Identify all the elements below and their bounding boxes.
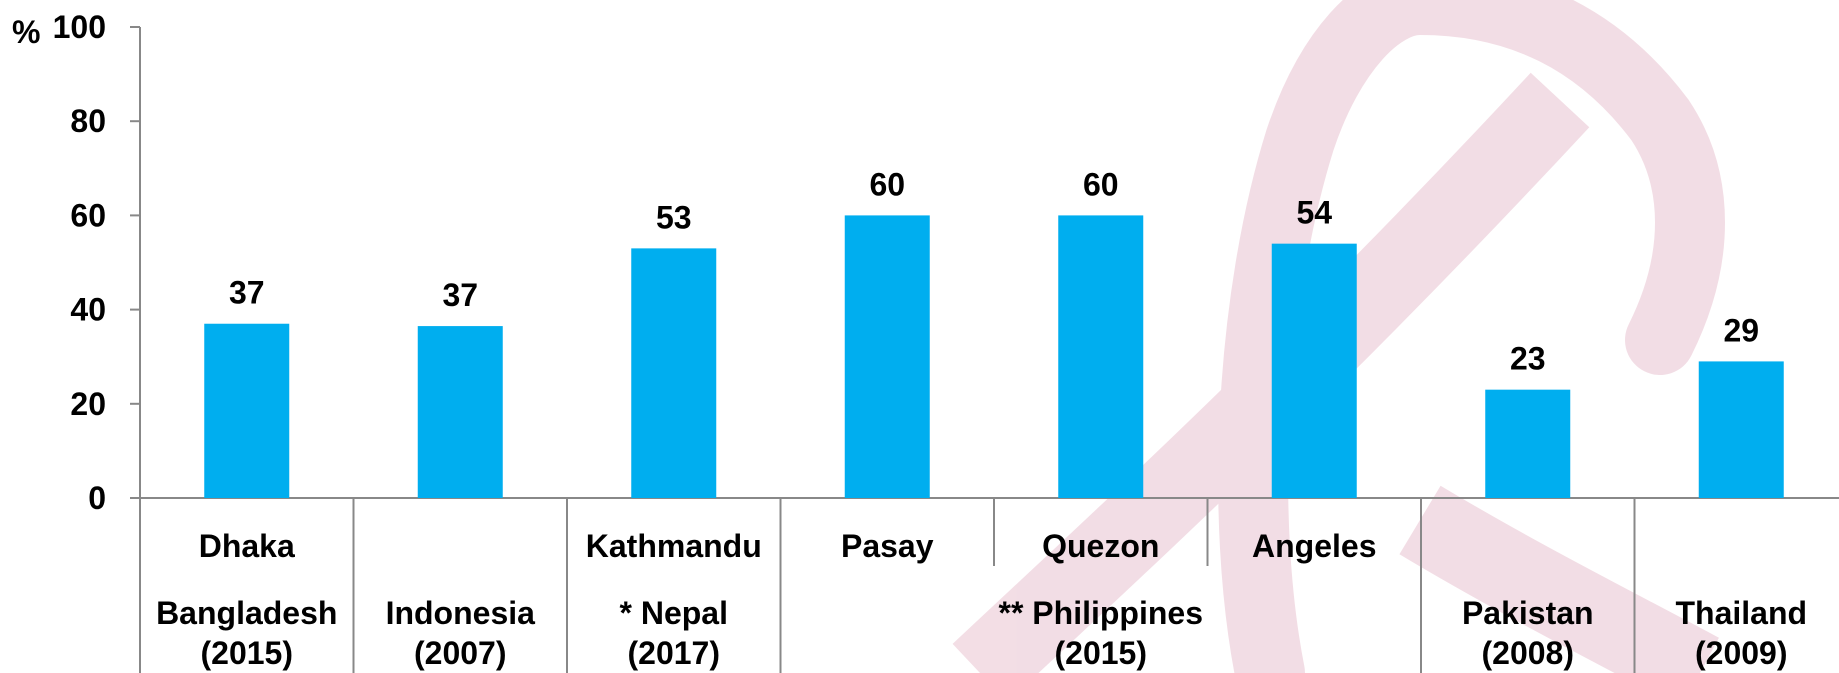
city-label-0: Dhaka [199,528,295,564]
bar-value-4: 60 [1083,166,1119,202]
group-year-4: (2008) [1482,635,1575,671]
ribbon-loop-right [1385,0,1725,375]
bar-value-5: 54 [1296,195,1332,231]
y-tick-label-20: 20 [70,386,106,422]
bar-5 [1271,243,1357,498]
group-year-2: (2017) [628,635,721,671]
ribbon-tail-right [1399,485,1719,673]
group-year-1: (2007) [414,635,507,671]
city-label-4: Quezon [1042,528,1159,564]
bars [204,215,1784,498]
bar-value-3: 60 [869,166,905,202]
y-tick-label-40: 40 [70,292,106,328]
city-label-2: Kathmandu [586,528,762,564]
group-year-5: (2009) [1695,635,1788,671]
ribbon-tail-left [952,72,1590,673]
bar-value-2: 53 [656,199,692,235]
bar-7 [1698,361,1784,498]
bar-1 [417,326,503,498]
bar-2 [631,248,717,498]
ribbon-loop-left [1218,0,1455,673]
ribbon-watermark [952,0,1725,673]
city-label-3: Pasay [841,528,934,564]
group-name-3: ** Philippines [999,595,1203,631]
y-tick-label-60: 60 [70,197,106,233]
y-tick-label-80: 80 [70,103,106,139]
bar-value-6: 23 [1510,341,1546,377]
bar-0 [204,323,290,498]
y-tick-label-0: 0 [88,480,106,516]
y-axis-unit: % [12,14,40,50]
group-name-1: Indonesia [386,595,536,631]
group-year-3: (2015) [1055,635,1148,671]
bar-value-0: 37 [229,275,265,311]
group-name-4: Pakistan [1462,595,1594,631]
y-tick-label-100: 100 [53,9,106,45]
city-label-5: Angeles [1252,528,1376,564]
group-year-0: (2015) [201,635,294,671]
bar-value-7: 29 [1723,312,1759,348]
group-name-5: Thailand [1675,595,1807,631]
bar-6 [1485,389,1571,498]
bar-value-1: 37 [442,277,478,313]
group-name-0: Bangladesh [156,595,337,631]
bar-3 [844,215,930,498]
bar-4 [1058,215,1144,498]
group-name-2: * Nepal [620,595,728,631]
